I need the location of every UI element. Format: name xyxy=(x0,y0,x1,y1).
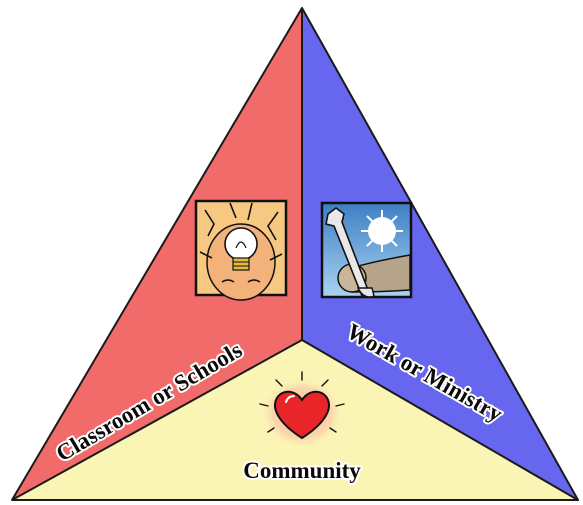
lightbulb-head-icon xyxy=(194,199,288,301)
bottom-section-label: Community xyxy=(243,458,361,483)
heart-icon xyxy=(259,371,345,449)
wrench-hand-icon xyxy=(320,201,413,299)
triangle-outline xyxy=(11,7,579,501)
